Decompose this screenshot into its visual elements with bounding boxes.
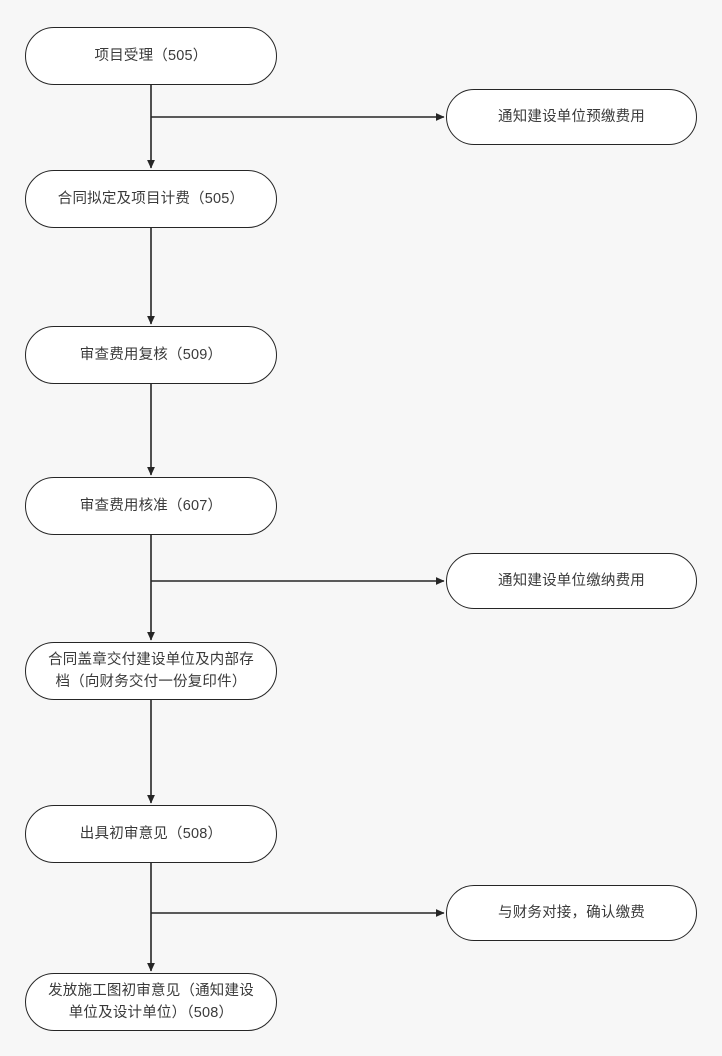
node-issue-preliminary-opinion[interactable]: 出具初审意见（508） [25, 805, 277, 863]
node-release-drawing-review-opinion[interactable]: 发放施工图初审意见（通知建设 单位及设计单位）（508） [25, 973, 277, 1031]
node-label: 合同拟定及项目计费（505） [57, 190, 245, 207]
node-label: 出具初审意见（508） [79, 825, 223, 842]
node-project-acceptance[interactable]: 项目受理（505） [25, 27, 277, 85]
node-label: 通知建设单位预缴费用 [498, 108, 645, 125]
node-label: 项目受理（505） [94, 47, 208, 64]
node-label: 审查费用核准（607） [79, 497, 223, 514]
node-label: 合同盖章交付建设单位及内部存 档（向财务交付一份复印件） [48, 651, 254, 690]
node-notify-payment[interactable]: 通知建设单位缴纳费用 [446, 553, 697, 609]
node-fee-review[interactable]: 审查费用复核（509） [25, 326, 277, 384]
node-label: 审查费用复核（509） [79, 346, 223, 363]
node-label: 发放施工图初审意见（通知建设 单位及设计单位）（508） [48, 982, 254, 1021]
node-label: 与财务对接，确认缴费 [498, 904, 645, 921]
node-notify-prepayment[interactable]: 通知建设单位预缴费用 [446, 89, 697, 145]
node-contract-drafting-and-billing[interactable]: 合同拟定及项目计费（505） [25, 170, 277, 228]
node-label: 通知建设单位缴纳费用 [498, 572, 645, 589]
node-contract-sealing-and-delivery[interactable]: 合同盖章交付建设单位及内部存 档（向财务交付一份复印件） [25, 642, 277, 700]
node-finance-confirm-payment[interactable]: 与财务对接，确认缴费 [446, 885, 697, 941]
node-fee-approval[interactable]: 审查费用核准（607） [25, 477, 277, 535]
